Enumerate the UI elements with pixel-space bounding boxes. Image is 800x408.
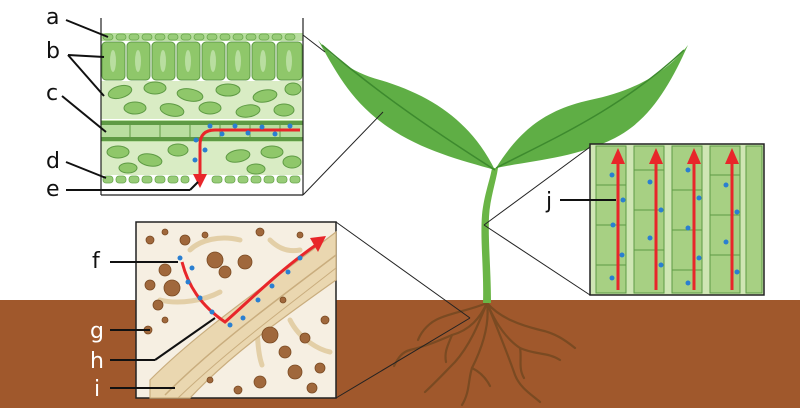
xylem-flow-arrows: [616, 160, 734, 290]
root-water-molecules: [177, 255, 303, 328]
stem-xylem-inset: [589, 143, 765, 296]
right-leaf: [496, 45, 688, 168]
leader-lines: [61, 19, 616, 389]
label-j: j: [545, 189, 552, 214]
label-i: i: [94, 377, 100, 402]
zoom-lines: [302, 34, 591, 399]
xylem-water-molecules: [609, 167, 740, 286]
label-d: d: [46, 149, 60, 174]
leaf-cross-section-inset: [100, 18, 304, 196]
root-soil-inset: [135, 221, 337, 399]
label-g: g: [90, 319, 104, 344]
plant-stem: [481, 168, 498, 303]
soil-ground: [0, 300, 800, 408]
leaf-water-path-arrow: [198, 128, 300, 178]
label-b: b: [46, 39, 60, 64]
leaf-water-arrowhead: [193, 174, 207, 188]
label-h: h: [90, 349, 104, 374]
label-f: f: [92, 249, 101, 274]
root-water-path-arrow: [180, 243, 317, 324]
root-water-arrowhead: [310, 236, 326, 252]
label-c: c: [46, 81, 58, 106]
label-a: a: [46, 5, 59, 30]
plant-roots: [392, 301, 577, 407]
leaf-water-molecules: [192, 123, 293, 163]
right-leaf-vein: [495, 49, 685, 169]
left-leaf: [318, 40, 495, 170]
left-leaf-vein: [321, 44, 496, 171]
soil-particles: [143, 227, 330, 395]
label-e: e: [46, 177, 60, 202]
